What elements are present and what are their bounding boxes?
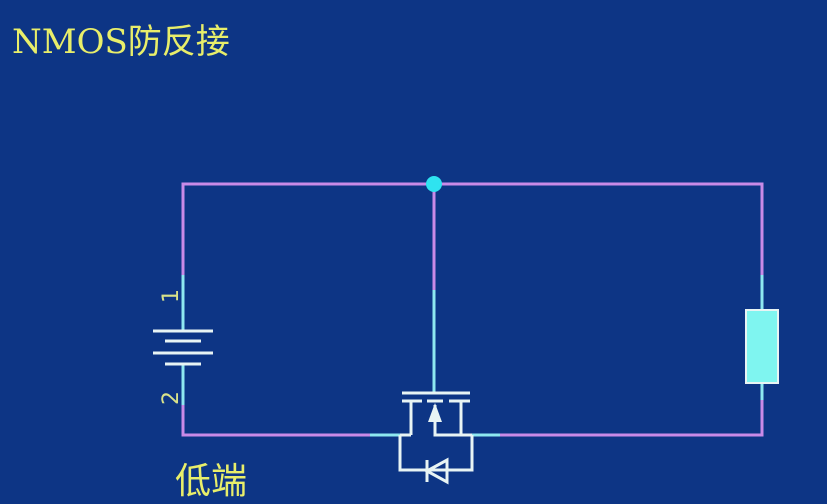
battery-symbol	[153, 329, 213, 366]
resistor-symbol	[745, 309, 779, 384]
nmos-symbol	[398, 391, 474, 482]
diagram-title: NMOS防反接	[12, 22, 230, 62]
low-side-label: 低端	[175, 461, 248, 502]
battery-pin-2: 2	[159, 391, 184, 405]
bottom-left-wire	[181, 405, 370, 437]
junction-dot	[426, 176, 442, 192]
nmos-arrow	[428, 403, 442, 422]
body-diode	[423, 457, 449, 485]
battery-pin-1: 1	[159, 289, 184, 303]
top-wire	[181, 182, 764, 275]
wires	[181, 182, 764, 437]
bottom-right-wire	[500, 400, 764, 437]
